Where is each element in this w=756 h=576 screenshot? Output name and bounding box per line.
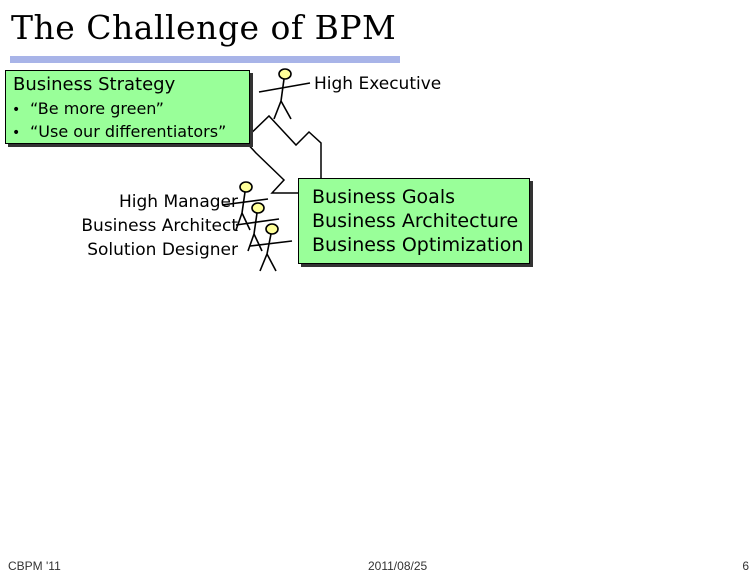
role-solution-designer: Solution Designer bbox=[87, 240, 238, 260]
architect-stick-figure-icon bbox=[235, 202, 280, 252]
role-business-architect: Business Architect bbox=[81, 216, 238, 236]
title-underline bbox=[10, 56, 400, 63]
strategy-heading: Business Strategy bbox=[13, 74, 176, 95]
business-strategy-box: Business Strategy “Be more green” “Use o… bbox=[5, 70, 250, 144]
footer-conference: CBPM '11 bbox=[8, 559, 61, 573]
footer-page-number: 6 bbox=[742, 559, 749, 573]
role-high-manager: High Manager bbox=[119, 192, 238, 212]
roles-list: High Manager Business Architect Solution… bbox=[81, 190, 238, 262]
strategy-bullets: “Be more green” “Use our differentiators… bbox=[12, 98, 226, 144]
executive-stick-figure-icon bbox=[258, 68, 311, 120]
business-goals-box: Business Goals Business Architecture Bus… bbox=[298, 178, 530, 264]
executive-label: High Executive bbox=[314, 74, 442, 94]
slide-title: The Challenge of BPM bbox=[11, 8, 397, 47]
strategy-bullet: “Be more green” bbox=[12, 98, 226, 121]
manager-stick-figure-icon bbox=[221, 181, 269, 231]
designer-stick-figure-icon bbox=[249, 223, 293, 272]
strategy-bullet: “Use our differentiators” bbox=[12, 121, 226, 144]
footer-date: 2011/08/25 bbox=[368, 559, 428, 573]
goal-item: Business Optimization bbox=[312, 234, 524, 256]
goal-item: Business Goals bbox=[312, 186, 455, 208]
strategy-to-goals-arrow-icon bbox=[242, 114, 322, 194]
goal-item: Business Architecture bbox=[312, 210, 519, 232]
goals-list: Business Goals Business Architecture Bus… bbox=[312, 185, 523, 257]
